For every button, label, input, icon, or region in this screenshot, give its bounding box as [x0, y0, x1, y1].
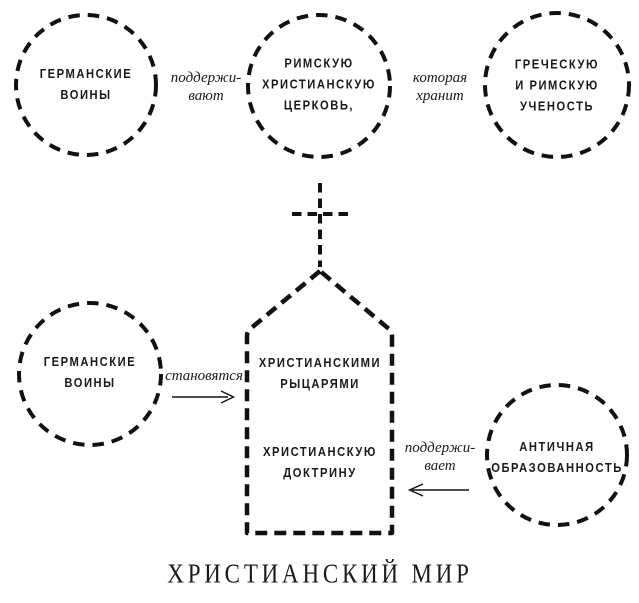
arrow-right-head: [220, 390, 236, 404]
label-which-preserves: которая хранит: [413, 69, 467, 105]
label-line: поддержи-: [170, 70, 242, 86]
node-line: ГРЕЧЕСКУЮ: [514, 56, 600, 72]
node-line: РЫЦАРЯМИ: [280, 376, 360, 391]
node-line: И РИМСКУЮ: [515, 77, 599, 93]
label-line: поддержи-: [404, 440, 476, 456]
arrow-left-icon: [407, 483, 469, 497]
church-outline: [244, 268, 395, 536]
node-line: ГЕРМАНСКИЕ: [39, 66, 133, 81]
node-line: ХРИСТИАНСКУЮ: [261, 76, 377, 92]
label-become: становятся: [165, 367, 243, 385]
node-line: ВОИНЫ: [60, 87, 112, 102]
germanic-warriors-top-circle-outline: [14, 13, 158, 157]
node-germanic-warriors-bottom: ГЕРМАНСКИЕ ВОИНЫ: [44, 351, 136, 393]
node-line: ХРИСТИАНСКИМИ: [258, 355, 382, 370]
label-line: становятся: [165, 368, 243, 384]
greek-roman-learning-circle-outline: [483, 11, 631, 159]
node-line: АНТИЧНАЯ: [519, 439, 595, 454]
node-roman-church: РИМСКУЮ ХРИСТИАНСКУЮ ЦЕРКОВЬ,: [262, 53, 376, 116]
node-line: РИМСКУЮ: [284, 55, 354, 71]
label-line: вают: [188, 88, 224, 104]
arrow-left-head: [407, 483, 424, 497]
label-line: хранит: [416, 88, 464, 104]
node-antique-education: АНТИЧНАЯ ОБРАЗОВАННОСТЬ: [491, 436, 623, 478]
node-line: ДОКТРИНУ: [283, 465, 357, 480]
node-line: УЧЕНОСТЬ: [519, 98, 595, 114]
node-line: ХРИСТИАНСКУЮ: [262, 444, 378, 459]
arrow-right-icon: [172, 390, 236, 404]
node-greek-roman-learning: ГРЕЧЕСКУЮ И РИМСКУЮ УЧЕНОСТЬ: [515, 54, 599, 117]
label-line: которая: [412, 70, 468, 86]
label-support-singular: поддержи- вает: [405, 439, 475, 475]
antique-education-circle-outline: [485, 383, 629, 527]
node-line: ОБРАЗОВАННОСТЬ: [491, 460, 623, 475]
church-text-doctrine: ХРИСТИАНСКУЮ ДОКТРИНУ: [263, 441, 377, 483]
roman-church-circle-outline: [246, 13, 392, 159]
label-support-plural: поддержи- вают: [171, 69, 241, 105]
node-germanic-warriors-top: ГЕРМАНСКИЕ ВОИНЫ: [40, 63, 132, 105]
diagram-title: ХРИСТИАНСКИЙ МИР: [167, 558, 473, 589]
label-line: вает: [424, 458, 456, 474]
node-line: ЦЕРКОВЬ,: [283, 97, 355, 113]
cross-icon: [292, 183, 352, 267]
node-line: ВОИНЫ: [64, 375, 116, 390]
germanic-warriors-bottom-circle-outline: [17, 301, 163, 447]
node-line: ГЕРМАНСКИЕ: [43, 354, 137, 369]
church-text-knights: ХРИСТИАНСКИМИ РЫЦАРЯМИ: [259, 352, 381, 394]
